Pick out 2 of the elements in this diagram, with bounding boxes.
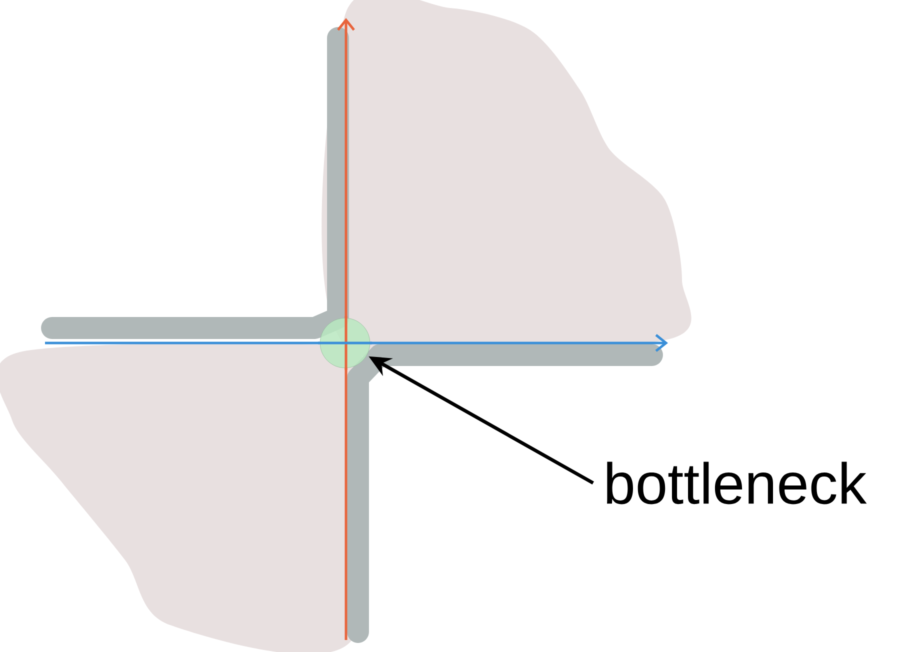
bottleneck-circle [320,318,370,368]
label-text: bottleneck [607,462,867,504]
